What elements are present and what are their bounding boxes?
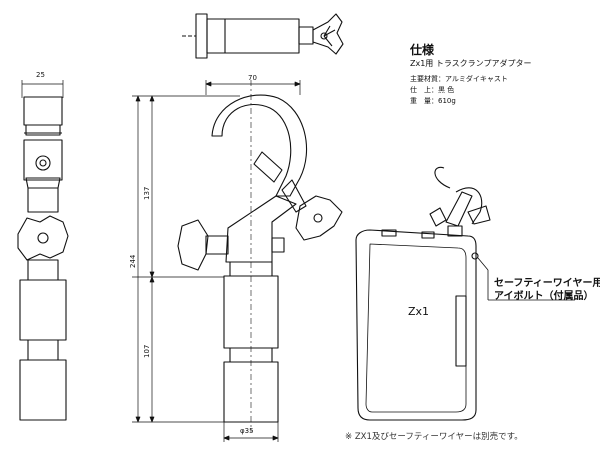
callout-line-2: アイボルト（付属品） xyxy=(494,291,594,302)
footnote: ※ ZX1及びセーフティーワイヤーは別売です。 xyxy=(345,432,523,442)
top-view xyxy=(182,13,344,59)
dim-height-244: 244 xyxy=(129,254,137,268)
dim-height-107: 107 xyxy=(143,344,151,358)
dimension-lines xyxy=(132,80,301,442)
spec-subtitle: Zx1用 トラスクランプアダプター xyxy=(410,59,532,68)
spec-row-material: 主要材質：アルミダイキャスト xyxy=(410,75,508,83)
spec-title: 仕様 xyxy=(410,43,435,57)
dim-diameter-35: φ35 xyxy=(240,427,254,435)
front-view xyxy=(177,80,343,432)
spec-row-weight: 重 量：610g xyxy=(410,97,456,105)
zx1-unit-illustration xyxy=(355,166,575,421)
spec-row-finish: 仕 上：黒 色 xyxy=(410,86,455,94)
dim-height-137: 137 xyxy=(143,186,151,200)
unit-label: Zx1 xyxy=(408,305,430,318)
dim-width-25: 25 xyxy=(36,71,45,79)
dim-width-70: 70 xyxy=(248,74,257,82)
side-view xyxy=(17,80,69,421)
callout-line-1: セーフティーワイヤー用 xyxy=(494,278,600,289)
